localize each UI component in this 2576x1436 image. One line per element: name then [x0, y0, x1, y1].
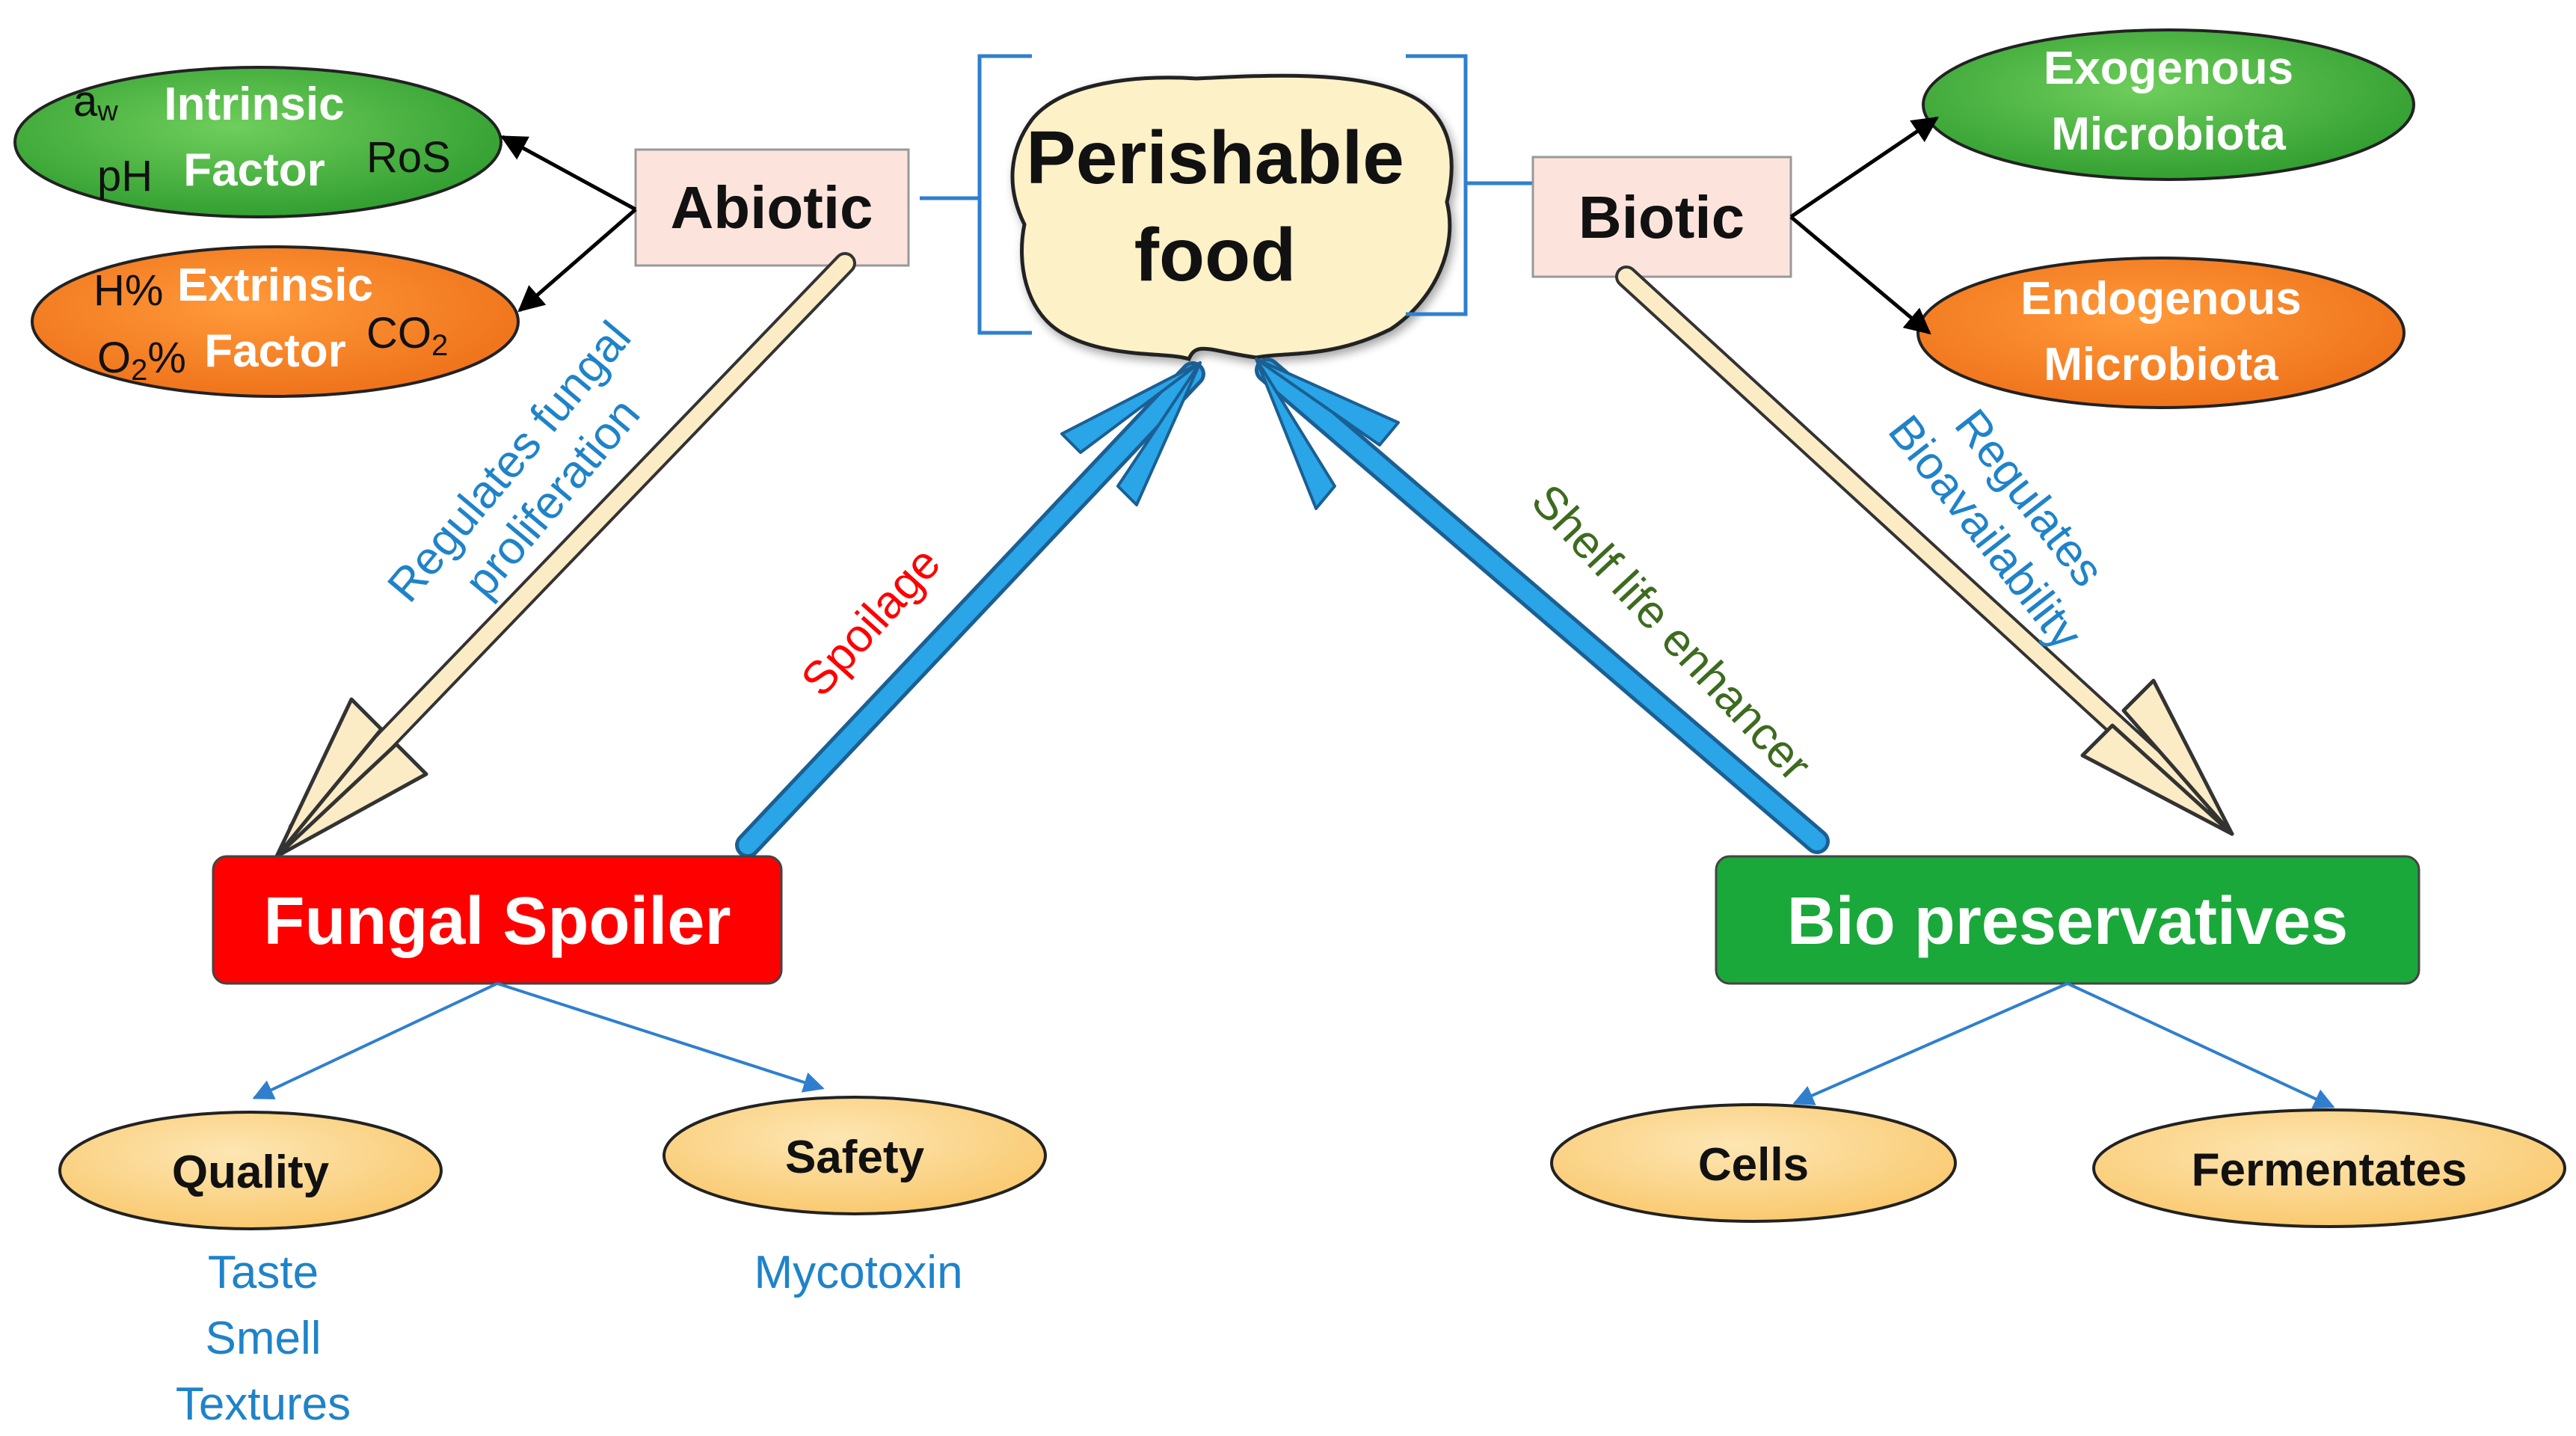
center-title-line1: Perishable	[1026, 116, 1404, 200]
spoilage-arrow	[735, 361, 1205, 858]
extrinsic-ellipse	[31, 245, 520, 398]
biotic-node: Biotic	[1531, 156, 1792, 278]
quality-item-taste: Taste	[208, 1247, 319, 1298]
biotic-label: Biotic	[1579, 184, 1745, 251]
quality-label: Quality	[172, 1147, 330, 1198]
food-blob	[1010, 73, 1454, 362]
humidity-label: H%	[93, 266, 163, 315]
regulates-bio-arrowhead-right	[2080, 723, 2234, 836]
fermentates-ellipse	[2092, 1108, 2566, 1228]
exogenous-microbiota-node: Exogenous Microbiota	[1922, 28, 2415, 181]
center-title-line2: food	[1134, 213, 1297, 297]
cells-node: Cells	[1550, 1103, 1957, 1223]
biotic-to-exogenous-arrow	[1789, 116, 1939, 219]
safety-ellipse	[663, 1096, 1047, 1215]
perishable-food-node: Perishable food	[1010, 73, 1454, 362]
fungal-spoiler-label: Fungal Spoiler	[263, 884, 731, 959]
o2-label: O2%	[97, 334, 186, 387]
left-bracket	[920, 54, 1032, 335]
exogenous-line2: Microbiota	[2051, 108, 2286, 160]
co2-label: CO2	[366, 309, 448, 362]
abiotic-box	[634, 148, 910, 267]
abiotic-to-intrinsic-arrow	[499, 135, 637, 212]
fungal-to-safety-arrow	[497, 982, 825, 1093]
exogenous-line1: Exogenous	[2044, 43, 2293, 94]
extrinsic-factor-node: Extrinsic Factor H% O2% CO2	[31, 245, 520, 398]
exogenous-ellipse	[1922, 28, 2415, 181]
endogenous-microbiota-node: Endogenous Microbiota	[1916, 257, 2406, 409]
aw-label: aw	[73, 77, 118, 127]
bio-to-fermentates-arrow	[2067, 982, 2335, 1109]
ros-label: RoS	[366, 133, 451, 182]
regulates-fungal-arrow	[274, 252, 856, 859]
quality-node: Quality	[58, 1111, 443, 1230]
biotic-box	[1531, 156, 1792, 278]
regulates-fungal-arrowhead-right	[274, 742, 428, 859]
ph-label: pH	[97, 152, 153, 200]
abiotic-node: Abiotic	[634, 148, 910, 267]
quality-item-smell: Smell	[205, 1313, 321, 1364]
fermentates-label: Fermentates	[2192, 1144, 2468, 1196]
fungal-to-quality-arrow	[252, 982, 498, 1099]
bio-to-cells-arrow	[1792, 982, 2068, 1105]
quality-ellipse	[58, 1111, 443, 1230]
bio-preservatives-node: Bio preservatives	[1715, 855, 2420, 985]
intrinsic-factor-node: Intrinsic Factor aw pH RoS	[13, 66, 502, 218]
biotic-to-endogenous-arrow	[1789, 215, 1931, 335]
abiotic-to-extrinsic-arrow	[517, 208, 637, 313]
spoilage-label: Spoilage	[791, 538, 950, 707]
fungal-spoiler-node: Fungal Spoiler	[212, 855, 783, 985]
abiotic-label: Abiotic	[670, 174, 873, 241]
endogenous-line2: Microbiota	[2044, 339, 2278, 390]
cells-ellipse	[1550, 1103, 1957, 1223]
right-bracket	[1406, 54, 1533, 316]
extrinsic-line1: Extrinsic	[177, 260, 373, 311]
safety-item-mycotoxin: Mycotoxin	[754, 1247, 962, 1298]
regulates-bioavailability-arrow	[1615, 266, 2234, 836]
regulates-bio-arrowhead-left	[2121, 678, 2234, 836]
endogenous-line1: Endogenous	[2020, 273, 2301, 325]
intrinsic-line2: Factor	[183, 144, 325, 196]
bio-preservatives-label: Bio preservatives	[1787, 884, 2348, 959]
fermentates-node: Fermentates	[2092, 1108, 2566, 1228]
safety-node: Safety	[663, 1096, 1047, 1215]
regulates-fungal-arrowhead-left	[274, 697, 384, 859]
cells-label: Cells	[1698, 1139, 1809, 1191]
quality-item-textures: Textures	[176, 1378, 351, 1430]
center-brackets	[920, 54, 1533, 335]
extrinsic-line2: Factor	[204, 325, 345, 377]
safety-label: Safety	[785, 1132, 925, 1183]
intrinsic-line1: Intrinsic	[164, 79, 344, 130]
shelf-life-arrow	[1255, 358, 1830, 854]
